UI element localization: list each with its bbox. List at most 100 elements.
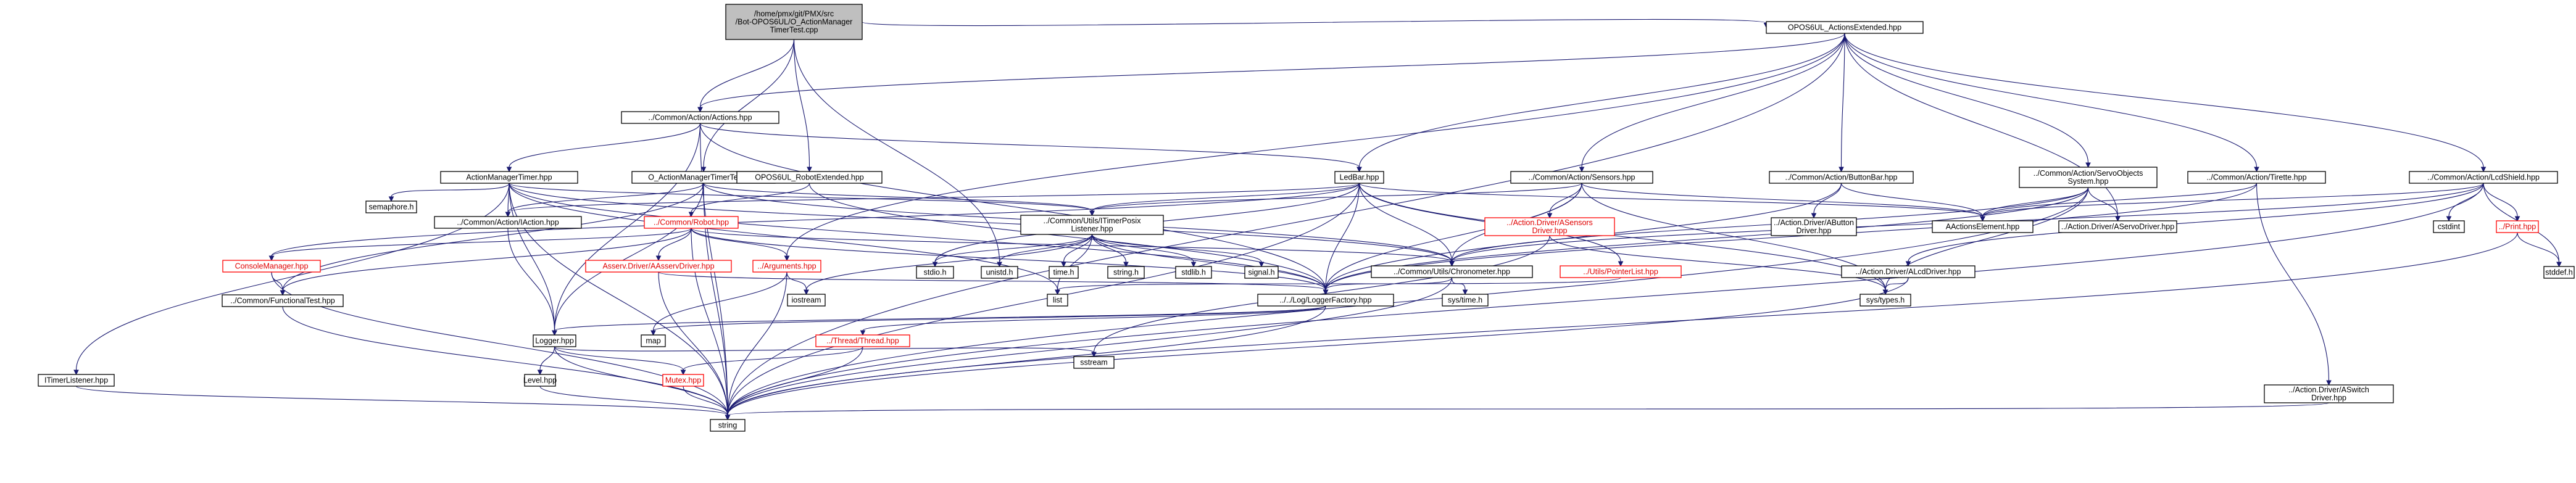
node-pointerlist[interactable]: ../Utils/PointerList.hpp: [1560, 265, 1682, 278]
node-time[interactable]: time.h: [1049, 266, 1079, 279]
node-label: OPOS6UL_ActionsExtended.hpp: [1788, 23, 1901, 32]
edge-print-to-stddef: [2517, 232, 2562, 268]
node-label: ../Thread/Thread.hpp: [826, 337, 899, 345]
node-loggerfactory[interactable]: ../../Log/LoggerFactory.hpp: [1257, 294, 1394, 307]
edge-root-to-robot_ext: [793, 39, 812, 173]
node-stdio[interactable]: stdio.h: [916, 266, 954, 279]
node-opos_ext[interactable]: OPOS6UL_ActionsExtended.hpp: [1766, 21, 1924, 34]
node-label: Asserv.Driver/AAsservDriver.hpp: [602, 262, 714, 271]
node-robot_ext[interactable]: OPOS6UL_RobotExtended.hpp: [736, 171, 883, 184]
node-label: signal.h: [1248, 268, 1274, 277]
node-aactions[interactable]: AActionsElement.hpp: [1932, 220, 2034, 233]
node-semaphore[interactable]: semaphore.h: [365, 200, 417, 213]
node-label: ITimerListener.hpp: [44, 376, 108, 385]
edge-asensors-to-systypes: [1549, 235, 1888, 295]
edge-mutex-to-string: [683, 386, 731, 421]
edge-servoobj-to-aactions: [1980, 187, 2089, 222]
node-label: map: [646, 337, 660, 345]
node-systime[interactable]: sys/time.h: [1442, 294, 1489, 307]
node-sstream[interactable]: sstream: [1073, 356, 1115, 369]
node-label: list: [1053, 296, 1063, 305]
node-cstdint[interactable]: cstdint: [2433, 220, 2465, 233]
node-label: ../Action.Driver/AServoDriver.hpp: [2061, 223, 2174, 231]
node-label: ../Print.hpp: [2499, 223, 2536, 231]
node-signal[interactable]: signal.h: [1244, 266, 1279, 279]
edge-logger-to-sstream: [554, 346, 1097, 358]
node-map[interactable]: map: [641, 334, 666, 347]
node-amtimer[interactable]: ActionManagerTimer.hpp: [440, 171, 578, 184]
edge-actions-to-amtimer: [506, 123, 701, 173]
edge-robot-to-chrono: [691, 228, 1455, 267]
node-iostream[interactable]: iostream: [787, 294, 826, 307]
node-itimerlistener[interactable]: ITimerListener.hpp: [38, 374, 115, 387]
node-unistd[interactable]: unistd.h: [981, 266, 1018, 279]
edge-robot-to-consolemgr: [268, 228, 692, 262]
node-functest[interactable]: ../Common/FunctionalTest.hpp: [222, 294, 344, 307]
node-robot[interactable]: ../Common/Robot.hpp: [644, 216, 739, 229]
node-label: ActionManagerTimer.hpp: [466, 173, 552, 182]
edge-opos_ext-to-string: [725, 33, 1845, 421]
edge-opos_ext-to-arguments: [784, 33, 1845, 262]
node-stddef[interactable]: stddef.h: [2543, 266, 2575, 279]
edge-loggerfactory-to-logger: [552, 305, 1326, 336]
edge-sensors-to-aactions: [1581, 183, 1985, 222]
node-root[interactable]: /home/pmx/git/PMX/src/Bot-OPOS6UL/O_Acti…: [725, 4, 863, 40]
node-consolemgr[interactable]: ConsoleManager.hpp: [222, 260, 321, 273]
file-nodes: /home/pmx/git/PMX/src/Bot-OPOS6UL/O_Acti…: [38, 4, 2575, 432]
node-thread[interactable]: ../Thread/Thread.hpp: [815, 334, 910, 347]
node-sensors[interactable]: ../Common/Action/Sensors.hpp: [1510, 171, 1653, 184]
node-label: ../Common/Utils/Chronometer.hpp: [1394, 268, 1510, 276]
node-mutex[interactable]: Mutex.hpp: [662, 374, 704, 387]
edge-opos_ext-to-servoobj: [1844, 33, 2091, 168]
node-label: Driver.hpp: [1797, 226, 1832, 235]
node-label: iostream: [792, 296, 821, 305]
edge-robot-to-asserv: [655, 228, 692, 262]
node-systypes[interactable]: sys/types.h: [1859, 294, 1911, 307]
node-label: ../Common/Action/Tirette.hpp: [2206, 173, 2306, 182]
node-string[interactable]: string: [710, 419, 746, 432]
node-asserv[interactable]: Asserv.Driver/AAsservDriver.hpp: [585, 260, 732, 273]
node-logger[interactable]: Logger.hpp: [533, 334, 576, 347]
node-label: unistd.h: [986, 268, 1013, 277]
edge-opos_ext-to-tirette: [1844, 33, 2259, 173]
edge-opos_ext-to-buttonbar: [1839, 33, 1845, 173]
edge-itimerposix-to-time: [1061, 234, 1093, 268]
edge-sensors-to-itimerposix: [1089, 183, 1582, 217]
node-label: ../Utils/PointerList.hpp: [1583, 268, 1658, 276]
edge-aswitch-to-string: [725, 402, 2330, 421]
node-buttonbar[interactable]: ../Common/Action/ButtonBar.hpp: [1769, 171, 1914, 184]
node-list[interactable]: list: [1047, 294, 1068, 307]
edge-itimerposix-to-unistd: [997, 234, 1093, 268]
node-aservo[interactable]: ../Action.Driver/AServoDriver.hpp: [2058, 220, 2177, 233]
edge-ledbar-to-iaction: [505, 183, 1360, 218]
edge-root-to-opos_ext: [862, 19, 1769, 28]
node-label: time.h: [1053, 268, 1074, 277]
node-chrono[interactable]: ../Common/Utils/Chronometer.hpp: [1371, 265, 1533, 278]
node-ledbar[interactable]: LedBar.hpp: [1334, 171, 1384, 184]
node-stringh[interactable]: string.h: [1107, 266, 1145, 279]
edge-iaction-to-logger: [507, 228, 557, 336]
node-alcd[interactable]: ../Action.Driver/ALcdDriver.hpp: [1841, 265, 1976, 278]
node-stdlib[interactable]: stdlib.h: [1175, 266, 1212, 279]
node-label: ../Common/Action/IAction.hpp: [457, 218, 559, 227]
node-print[interactable]: ../Print.hpp: [2496, 220, 2539, 233]
node-label: string.h: [1113, 268, 1139, 277]
node-arguments[interactable]: ../Arguments.hpp: [752, 260, 821, 273]
node-label: Logger.hpp: [535, 337, 574, 345]
edge-chrono-to-systime: [1451, 277, 1468, 295]
node-iaction[interactable]: ../Common/Action/IAction.hpp: [434, 216, 582, 229]
edge-actions-to-logger: [552, 123, 701, 336]
node-label: stddef.h: [2545, 268, 2573, 277]
node-label: Driver.hpp: [1532, 226, 1568, 235]
node-lcdshield[interactable]: ../Common/Action/LcdShield.hpp: [2409, 171, 2558, 184]
node-level[interactable]: Level.hpp: [523, 374, 557, 387]
node-tirette[interactable]: ../Common/Action/Tirette.hpp: [2187, 171, 2326, 184]
edge-servoobj-to-aservo: [2087, 187, 2121, 222]
edge-root-to-unistd: [793, 39, 1002, 268]
node-actions[interactable]: ../Common/Action/Actions.hpp: [621, 111, 779, 124]
